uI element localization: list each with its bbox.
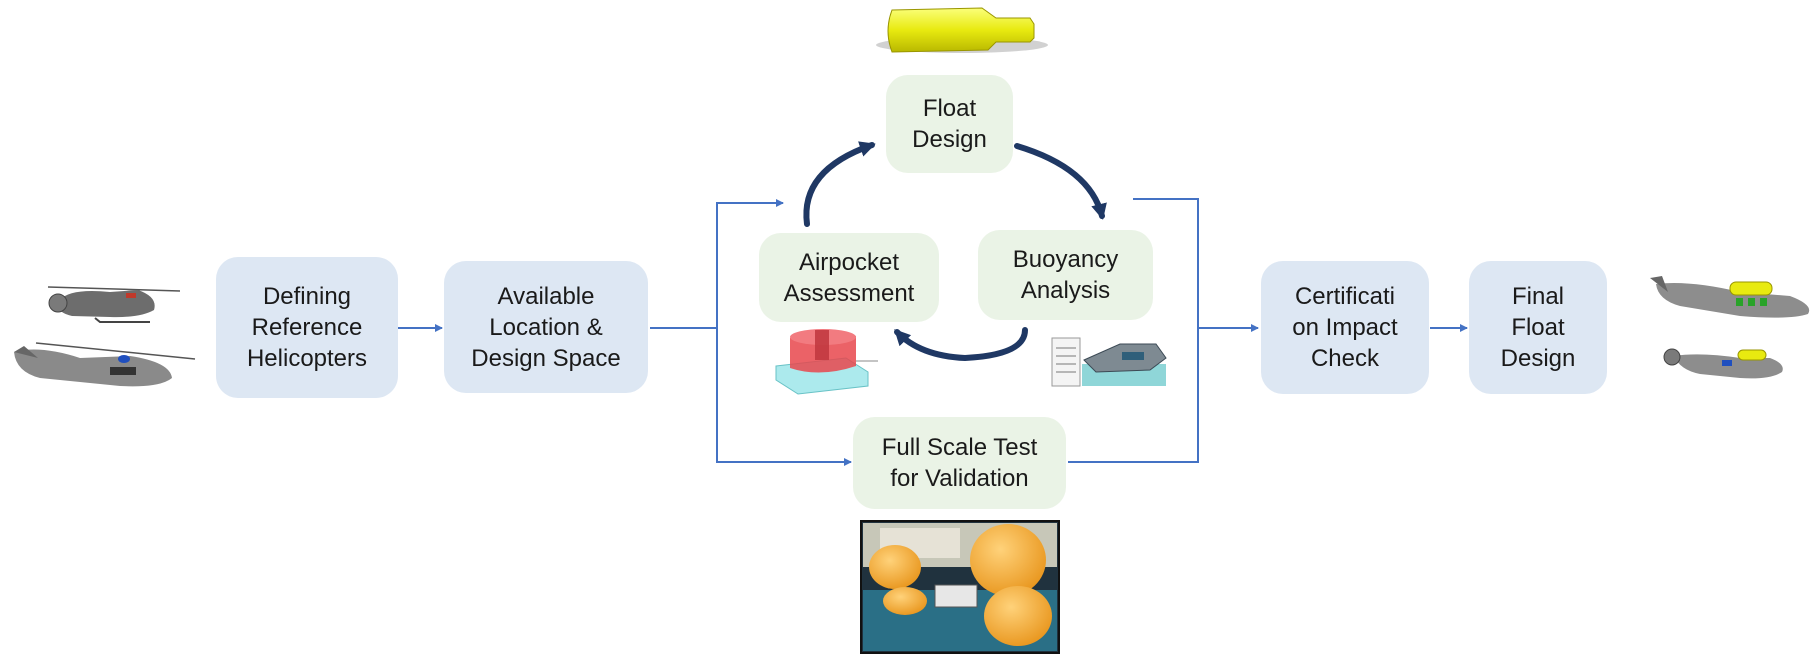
- step-label-line: Design: [1500, 345, 1576, 372]
- step-label-line: Float: [1511, 314, 1565, 341]
- step-available-location-design-space: Available Location & Design Space: [444, 261, 648, 393]
- step-label-line: Airpocket: [798, 248, 900, 276]
- step-label-line: Full Scale Test: [881, 434, 1038, 461]
- flow-arrows: [398, 198, 1468, 466]
- step-float-design: Float Design: [886, 75, 1013, 173]
- step-label-line: Check: [1310, 345, 1379, 372]
- helicopter-icon: [14, 286, 196, 387]
- step-airpocket-assessment: Airpocket Assessment: [759, 233, 939, 322]
- step-label-line: Design Space: [471, 344, 621, 372]
- step-label-line: Assessment: [783, 279, 915, 307]
- step-buoyancy-analysis: Buoyancy Analysis: [978, 230, 1153, 320]
- arrow-to-design-loop: [716, 199, 784, 328]
- step-label-line: Defining: [262, 283, 352, 310]
- cycle-arrow-to-airpocket: [894, 327, 1028, 362]
- test-photo-icon: [860, 520, 1060, 654]
- buoyancy-model-icon: [1051, 337, 1167, 387]
- step-label-line: Reference: [251, 314, 363, 341]
- step-label-line: on Impact: [1292, 314, 1398, 341]
- step-label-line: Analysis: [1020, 277, 1111, 304]
- step-label-line: Final: [1511, 283, 1565, 310]
- step-label-line: for Validation: [890, 465, 1029, 492]
- step-label-line: Available: [497, 282, 595, 310]
- step-label-line: Design: [912, 126, 987, 153]
- float-model-icon: [876, 7, 1048, 53]
- design-cycle-arrows: [803, 141, 1107, 362]
- arrow-to-full-scale: [716, 328, 852, 466]
- step-label-line: Certificati: [1294, 283, 1395, 310]
- helicopter-with-floats-icon: [1650, 276, 1810, 379]
- step-defining-reference-helicopters: Defining Reference Helicopters: [216, 257, 398, 398]
- step-certification-impact-check: Certificati on Impact Check: [1261, 261, 1429, 394]
- step-label-line: Float: [922, 95, 977, 122]
- step-label-line: Location &: [489, 313, 603, 341]
- step-full-scale-test: Full Scale Test for Validation: [853, 417, 1066, 509]
- cycle-arrow-to-buoyancy: [1014, 143, 1107, 220]
- connector-loop-out: [1068, 198, 1199, 463]
- airpocket-model-icon: [775, 329, 878, 395]
- step-final-float-design: Final Float Design: [1469, 261, 1607, 394]
- cycle-arrow-to-float: [803, 141, 876, 227]
- step-label-line: Helicopters: [246, 345, 368, 372]
- step-label-line: Buoyancy: [1012, 246, 1119, 273]
